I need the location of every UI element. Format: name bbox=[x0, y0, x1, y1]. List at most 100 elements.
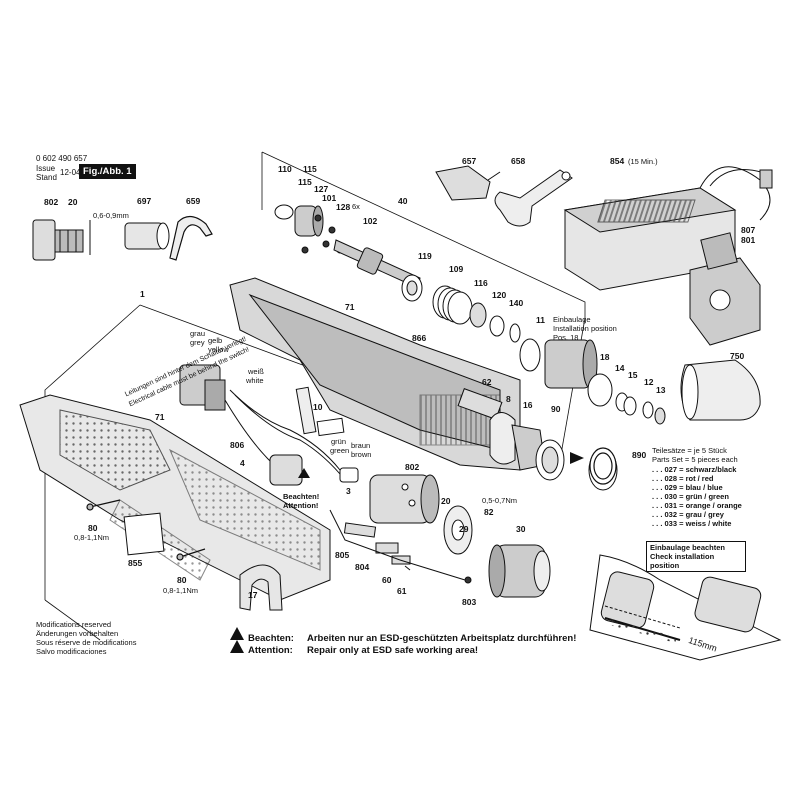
bushing-icon bbox=[124, 222, 170, 250]
gear-train-parts bbox=[274, 204, 521, 343]
check-box-line-de: Einbaulage beachten bbox=[650, 543, 726, 552]
wire-label: green bbox=[330, 446, 350, 455]
cap-icon bbox=[680, 359, 761, 421]
part-number: 16 bbox=[523, 400, 533, 410]
part-number: 62 bbox=[482, 377, 492, 387]
wire-label: grün bbox=[331, 437, 347, 446]
part-number: 127 bbox=[314, 184, 329, 194]
modifications-line: Salvo modificaciones bbox=[36, 647, 107, 656]
part-number: 140 bbox=[509, 298, 524, 308]
modifications-line: Modifications reserved bbox=[36, 620, 112, 629]
wire-label: braun bbox=[351, 441, 371, 450]
part-number: 18 bbox=[600, 352, 610, 362]
warning-label-en: Attention: bbox=[248, 645, 293, 656]
install-note-pos: Pos. 18 bbox=[553, 333, 579, 342]
stand-label: Stand bbox=[36, 173, 57, 182]
part-number: 80 bbox=[177, 575, 187, 585]
part-number: 128 bbox=[336, 202, 351, 212]
part-number: 120 bbox=[492, 290, 507, 300]
part-number: 60 bbox=[382, 575, 392, 585]
torque-spec: 0,5-0,7Nm bbox=[482, 496, 518, 505]
part-number: 750 bbox=[730, 351, 745, 361]
part-number: 803 bbox=[462, 597, 477, 607]
part-number: 17 bbox=[248, 590, 258, 600]
part-number: 3 bbox=[346, 486, 351, 496]
modifications-line: Änderungen vorbehalten bbox=[36, 629, 119, 638]
part-number: 806 bbox=[230, 440, 245, 450]
charge-time: (15 Min.) bbox=[628, 157, 658, 166]
quantity-label: 6x bbox=[352, 202, 360, 211]
battery-pack-icon bbox=[689, 232, 761, 346]
part-number: 61 bbox=[397, 586, 407, 596]
clip-icon bbox=[169, 215, 213, 261]
clutch-parts bbox=[519, 338, 666, 425]
parts-set-row: . . . 027 = schwarz/black bbox=[652, 465, 737, 474]
warning-triangle-icon bbox=[298, 468, 310, 478]
wire-label: grey bbox=[190, 338, 205, 347]
key-tool-icon bbox=[435, 165, 501, 201]
wire-label: yellow bbox=[208, 345, 229, 354]
part-number: 11 bbox=[536, 315, 545, 325]
parts-set-title-de: Teilesätze = je 5 Stück bbox=[652, 446, 727, 455]
part-number: 866 bbox=[412, 333, 427, 343]
part-number: 855 bbox=[128, 558, 143, 568]
attention-note: Attention! bbox=[283, 501, 319, 510]
wrench-icon bbox=[494, 169, 573, 227]
parts-set-row: . . . 028 = rot / red bbox=[652, 474, 714, 483]
part-number: 1 bbox=[140, 289, 145, 299]
part-number: 29 bbox=[459, 524, 469, 534]
switch-wiring bbox=[179, 364, 359, 486]
part-number: 12 bbox=[644, 377, 654, 387]
part-number: 115 bbox=[303, 164, 317, 174]
modifications-line: Sous réserve de modifications bbox=[36, 638, 137, 647]
warning-triangle-icon bbox=[230, 640, 244, 653]
check-installation-box: Einbaulage beachten Check installation p… bbox=[646, 541, 746, 572]
part-number: 82 bbox=[484, 507, 494, 517]
part-number: 802 bbox=[44, 197, 59, 207]
document-number: 0 602 490 657 bbox=[36, 154, 88, 163]
part-number: 659 bbox=[186, 196, 201, 206]
warning-text-de: Arbeiten nur an ESD-geschützten Arbeitsp… bbox=[307, 633, 577, 644]
issue-label: Issue bbox=[36, 164, 56, 173]
install-note-de: Einbaulage bbox=[553, 315, 591, 324]
check-box-line-en: Check installation position bbox=[650, 552, 715, 570]
parts-set-row: . . . 031 = orange / orange bbox=[652, 501, 742, 510]
wire-label: brown bbox=[351, 450, 372, 459]
warning-label-de: Beachten: bbox=[248, 633, 294, 644]
label-plate-icon bbox=[123, 512, 165, 556]
parts-set-row: . . . 029 = blau / blue bbox=[652, 483, 723, 492]
wire-label: weiß bbox=[248, 367, 264, 376]
part-number: 4 bbox=[240, 458, 245, 468]
arrow-icon bbox=[570, 452, 584, 464]
part-number: 805 bbox=[335, 550, 350, 560]
clamp-icon bbox=[239, 564, 283, 611]
part-number: 807 bbox=[741, 225, 756, 235]
part-number: 20 bbox=[441, 496, 451, 506]
warning-text-en: Repair only at ESD safe working area! bbox=[307, 645, 479, 656]
install-note-en: Installation position bbox=[553, 324, 617, 333]
part-number: 15 bbox=[628, 370, 638, 380]
part-number: 90 bbox=[551, 404, 561, 414]
part-number: 697 bbox=[137, 196, 152, 206]
part-number: 20 bbox=[68, 197, 78, 207]
connector-parts bbox=[329, 509, 472, 584]
part-number: 801 bbox=[741, 235, 756, 245]
beachten-note: Beachten! bbox=[283, 492, 320, 501]
wire-label: white bbox=[246, 376, 264, 385]
seal-ring-icon bbox=[589, 447, 617, 485]
screw-icon bbox=[86, 499, 206, 561]
warning-triangle-icon bbox=[230, 627, 244, 640]
part-number: 13 bbox=[656, 385, 666, 395]
part-number: 101 bbox=[322, 193, 337, 203]
part-number: 30 bbox=[516, 524, 526, 534]
wire-label: grau bbox=[190, 329, 206, 338]
parts-set-row: . . . 030 = grün / green bbox=[652, 492, 729, 501]
parts-set-row: . . . 033 = weiss / white bbox=[652, 519, 732, 528]
part-number: 10 bbox=[313, 402, 323, 412]
motor-detail-icon bbox=[32, 219, 91, 261]
part-number: 71 bbox=[155, 412, 165, 422]
parts-set-title-en: Parts Set = 5 pieces each bbox=[652, 455, 738, 464]
charger-icon bbox=[563, 166, 773, 291]
part-number: 119 bbox=[418, 251, 432, 261]
